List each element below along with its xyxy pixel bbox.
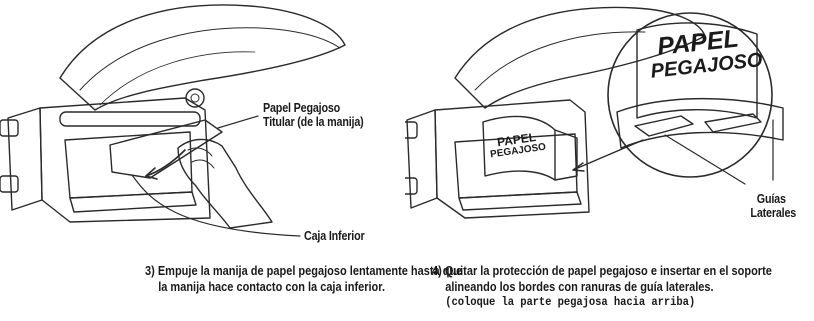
holder-callout-line-2: Titular (de la manija) xyxy=(263,115,364,129)
right-caption-line-1: 4) Quitar la protección de papel pegajos… xyxy=(432,264,772,278)
left-caption: 3) Empuje la manija de papel pegajoso le… xyxy=(145,264,462,295)
right-caption: 4) Quitar la protección de papel pegajos… xyxy=(432,264,772,311)
left-illustration xyxy=(0,4,346,237)
right-caption-line-2: alineando los bordes con ranuras de guía… xyxy=(445,279,714,294)
holder-callout: Papel Pegajoso Titular (de la manija) xyxy=(263,101,364,129)
trap-body xyxy=(39,97,211,223)
trap-cover xyxy=(59,4,346,111)
zoom-circle xyxy=(607,12,773,178)
lower-box xyxy=(64,131,193,199)
guides-callout-line-2: Laterales xyxy=(750,206,796,220)
right-illustration xyxy=(405,6,784,219)
holder-callout-line-1: Papel Pegajoso xyxy=(263,101,341,115)
guides-callout-line-1: Guías xyxy=(756,192,786,206)
hand xyxy=(177,138,273,229)
left-caption-line-1: 3) Empuje la manija de papel pegajoso le… xyxy=(145,264,463,278)
right-caption-line-3: (coloque la parte pegajosa hacia arriba) xyxy=(445,295,696,309)
guides-callout: Guías Laterales xyxy=(750,192,796,220)
lower-box-callout: Caja Inferior xyxy=(304,229,365,243)
side-guide xyxy=(616,97,784,149)
left-caption-line-2: la manija hace contacto con la caja infe… xyxy=(158,279,386,294)
